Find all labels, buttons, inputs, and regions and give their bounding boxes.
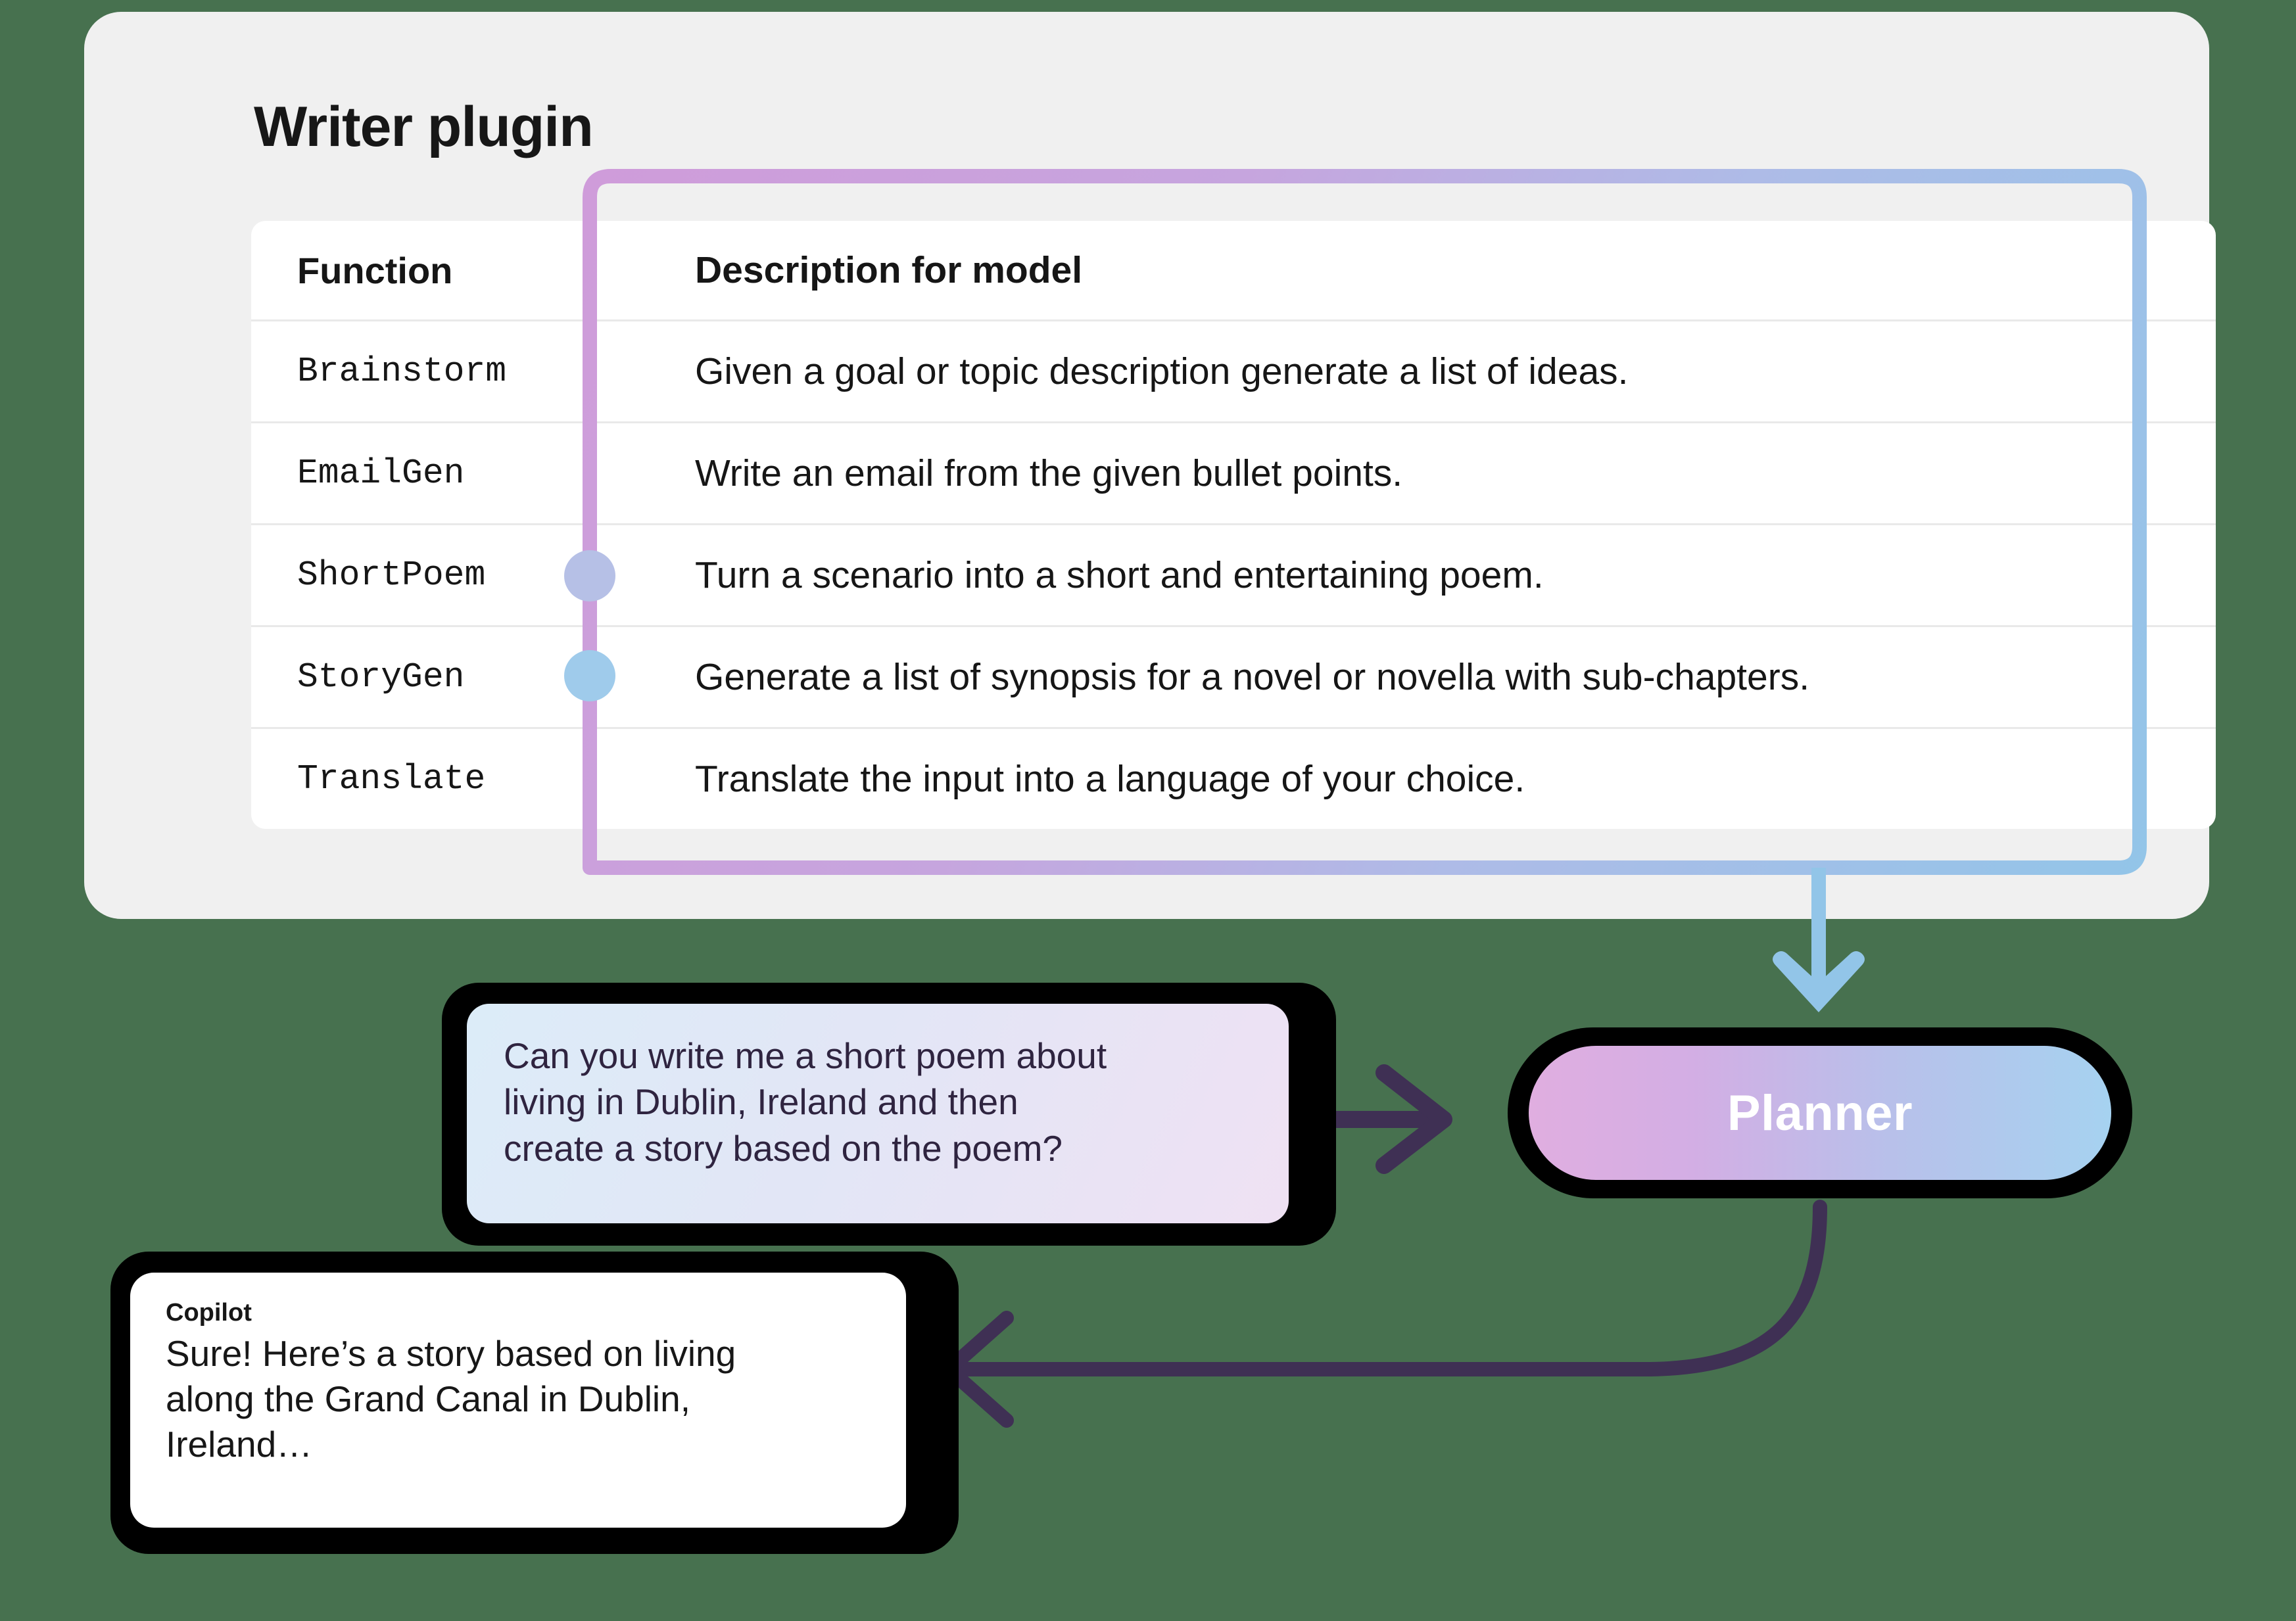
copilot-message-line: Ireland… (166, 1423, 313, 1465)
planner-node[interactable]: Planner (1508, 1027, 2132, 1198)
table-row[interactable]: StoryGen Generate a list of synopsis for… (251, 625, 2216, 727)
user-message-line: living in Dublin, Ireland and then (504, 1081, 1018, 1123)
function-name: ShortPoem (297, 555, 486, 595)
table-row[interactable]: Brainstorm Given a goal or topic descrip… (251, 319, 2216, 421)
function-description: Write an email from the given bullet poi… (695, 452, 1403, 494)
column-header-function: Function (297, 249, 453, 291)
function-name: EmailGen (297, 454, 465, 493)
user-bubble-body: Can you write me a short poem about livi… (467, 1004, 1289, 1223)
user-message-line: Can you write me a short poem about (504, 1035, 1107, 1076)
function-table: Function Description for model Brainstor… (251, 221, 2216, 829)
function-description: Turn a scenario into a short and enterta… (695, 554, 1544, 596)
copilot-message-line: along the Grand Canal in Dublin, (166, 1378, 691, 1419)
page-title: Writer plugin (254, 95, 594, 158)
copilot-author-label: Copilot (166, 1299, 252, 1327)
writer-plugin-card: Writer plugin Function Description for m… (84, 12, 2216, 919)
copilot-bubble-body: Copilot Sure! Here’s a story based on li… (130, 1273, 906, 1528)
table-row[interactable]: Translate Translate the input into a lan… (251, 727, 2216, 829)
table-row[interactable]: EmailGen Write an email from the given b… (251, 421, 2216, 523)
planner-label: Planner (1529, 1046, 2111, 1180)
function-name: StoryGen (297, 657, 465, 697)
user-message-bubble[interactable]: Can you write me a short poem about livi… (442, 983, 1336, 1246)
copilot-message-line: Sure! Here’s a story based on living (166, 1333, 736, 1374)
column-header-description: Description for model (695, 249, 1083, 291)
table-row[interactable]: ShortPoem Turn a scenario into a short a… (251, 523, 2216, 625)
function-description: Generate a list of synopsis for a novel … (695, 656, 1810, 698)
function-name: Brainstorm (297, 352, 507, 391)
copilot-message-bubble[interactable]: Copilot Sure! Here’s a story based on li… (110, 1252, 959, 1554)
table-header-row: Function Description for model (251, 221, 2216, 319)
function-description: Translate the input into a language of y… (695, 758, 1525, 800)
user-message-line: create a story based on the poem? (504, 1127, 1063, 1169)
planner-feed-arrowhead-icon (1773, 951, 1865, 1012)
function-description: Given a goal or topic description genera… (695, 350, 1629, 392)
function-name: Translate (297, 759, 486, 799)
